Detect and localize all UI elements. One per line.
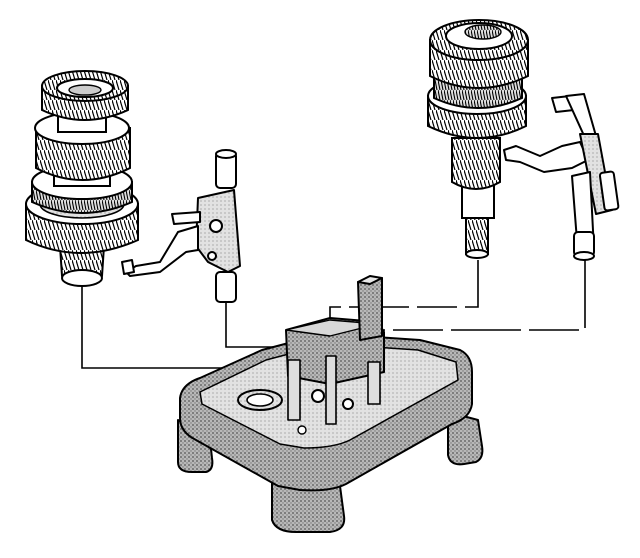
right-shift-fork-icon: [503, 93, 620, 261]
left-shift-fork-icon: [121, 149, 241, 303]
assembly-fixture-icon: [177, 275, 484, 533]
right-mainshaft-gear-assembly-icon: [427, 19, 529, 259]
left-gear-cluster-icon: [25, 70, 139, 287]
